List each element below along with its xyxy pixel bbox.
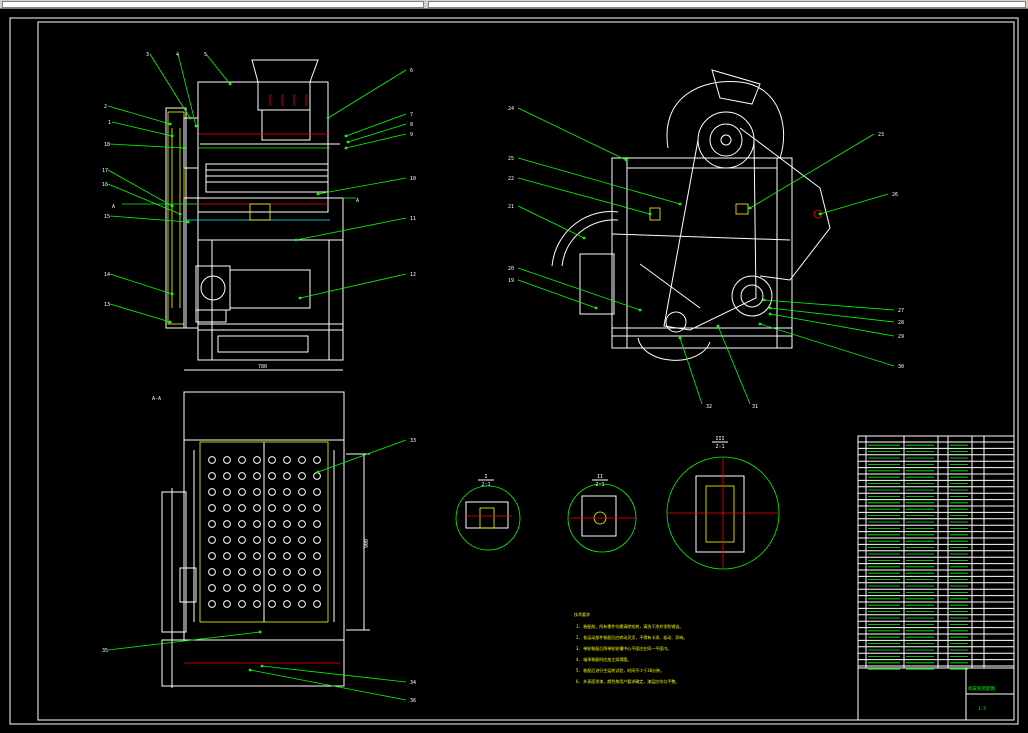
dim-plan-height: 900	[364, 539, 370, 548]
callout-label: 6	[410, 68, 413, 74]
technical-notes: 技术要求 1. 装配前，所有零件均需清除毛刺，清洗干净并涂防锈油。 2. 各运动…	[574, 611, 687, 684]
callout-label: 30	[898, 364, 904, 370]
detail-scale: 2:1	[481, 482, 490, 488]
note-item: 5. 装配后进行空运转试验，时间不少于30分钟。	[576, 667, 664, 673]
callout-label: 13	[104, 302, 110, 308]
note-item: 4. 轴承装配时应加注润滑脂。	[576, 656, 631, 662]
callout-label: 26	[892, 192, 898, 198]
svg-text:A: A	[112, 204, 115, 210]
title-block-scale: 1:5	[978, 706, 986, 712]
cad-drawing: 780 A A A-A	[9, 17, 1019, 725]
toolbar-tab[interactable]	[428, 1, 1026, 8]
callout-label: 7	[410, 112, 413, 118]
callout-label: 2	[104, 104, 107, 110]
callout-label: 29	[898, 334, 904, 340]
parts-list: 剥皮机装配图 1:5	[857, 435, 1015, 721]
svg-text:A: A	[356, 198, 359, 204]
callout-label: 23	[878, 132, 884, 138]
toolbar-tab[interactable]	[2, 1, 424, 8]
note-item: 1. 装配前，所有零件均需清除毛刺，清洗干净并涂防锈油。	[576, 623, 683, 629]
callout-label: 8	[410, 122, 413, 128]
note-item: 6. 外表面涂漆，颜色按用户要求确定，漆层应均匀平整。	[576, 678, 679, 684]
detail-label: III	[715, 436, 724, 442]
callout-label: 5	[204, 52, 207, 58]
callout-label: 28	[898, 320, 904, 326]
callout-label: 27	[898, 308, 904, 314]
callout-label: 19	[508, 278, 514, 284]
callout-label: 1	[108, 120, 111, 126]
callout-label: 15	[104, 214, 110, 220]
callout-label: 14	[104, 272, 110, 278]
drawing-canvas[interactable]: 780 A A A-A	[0, 8, 1028, 729]
callout-label: 22	[508, 176, 514, 182]
plan-view: A-A 900	[152, 391, 370, 688]
callout-label: 18	[104, 142, 110, 148]
callout-label: 31	[752, 404, 758, 410]
callout-label: 17	[102, 168, 108, 174]
detail-scale: 2:1	[715, 444, 724, 450]
callout-label: 24	[508, 106, 514, 112]
detail-label: II	[597, 474, 603, 480]
callout-label: 34	[410, 680, 416, 686]
callout-label: 20	[508, 266, 514, 272]
callout-label: 10	[410, 176, 416, 182]
note-item: 2. 各运动部件装配后应转动灵活，不得有卡滞、松动、异响。	[576, 634, 687, 640]
callout-label: 4	[176, 52, 179, 58]
callout-label: 35	[102, 648, 108, 654]
section-label: A-A	[152, 396, 161, 402]
callout-label: 33	[410, 438, 416, 444]
title-block-name: 剥皮机装配图	[968, 685, 995, 692]
callout-label: 16	[102, 182, 108, 188]
toolbar	[0, 0, 1028, 9]
callout-label: 21	[508, 204, 514, 210]
callout-label: 12	[410, 272, 416, 278]
detail-views	[455, 456, 780, 570]
callout-label: 25	[508, 156, 514, 162]
detail-scale: 2:1	[595, 482, 604, 488]
drawing-border	[9, 17, 1019, 725]
dim-front-width: 780	[258, 364, 267, 370]
side-view	[551, 69, 831, 361]
callout-label: 36	[410, 698, 416, 704]
callout-label: 9	[410, 132, 413, 138]
inner-frame	[37, 21, 1015, 721]
note-item: 3. 带轮装配后两带轮轮槽中心平面应在同一平面内。	[576, 645, 671, 651]
detail-label: I	[484, 474, 487, 480]
front-view: 780 A A	[112, 59, 359, 371]
callout-label: 3	[146, 52, 149, 58]
notes-title: 技术要求	[574, 611, 590, 617]
callout-label: 32	[706, 404, 712, 410]
callout-label: 11	[410, 216, 416, 222]
